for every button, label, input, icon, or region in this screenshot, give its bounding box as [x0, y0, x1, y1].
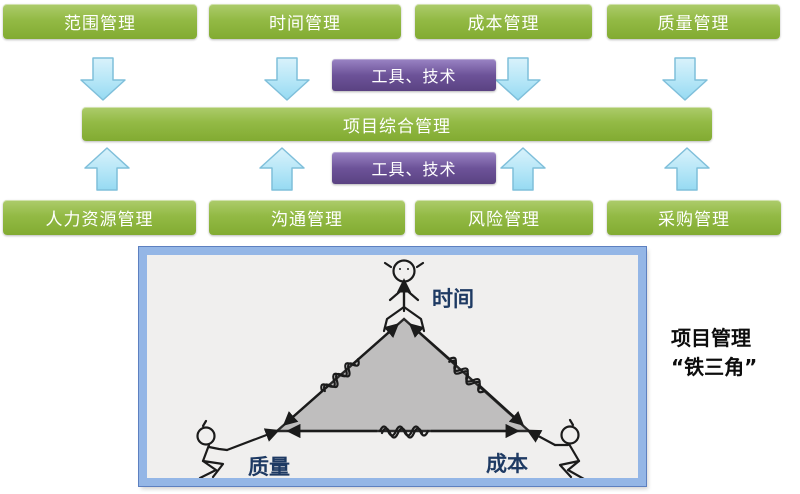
procurement-management-label: 采购管理: [658, 210, 730, 230]
risk-management-label: 风险管理: [468, 210, 540, 230]
down-arrow-icon: [264, 57, 310, 101]
iron-triangle-illustration: 时间 质量 成本: [196, 259, 585, 478]
quality-management-label: 质量管理: [657, 14, 730, 34]
communication-management-box: 沟通管理: [209, 200, 405, 235]
up-arrow-icon: [664, 147, 710, 191]
time-vertex-label: 时间: [432, 287, 474, 311]
cost-management-label: 成本管理: [467, 14, 540, 34]
scope-management-label: 范围管理: [64, 14, 136, 34]
down-arrow-icon: [495, 57, 541, 101]
scope-management-box: 范围管理: [3, 4, 197, 39]
up-arrow-icon: [84, 147, 130, 191]
tools-techniques-top-label: 工具、技术: [371, 67, 457, 86]
tools-techniques-top-box: 工具、技术: [332, 59, 496, 91]
tools-techniques-bottom-label: 工具、技术: [371, 160, 457, 179]
quality-management-box: 质量管理: [607, 4, 780, 39]
time-management-label: 时间管理: [269, 14, 341, 34]
spring-icon: [378, 425, 430, 439]
hr-management-label: 人力资源管理: [45, 210, 154, 230]
spring-icon: [448, 356, 486, 394]
iron-triangle-frame: 时间 质量 成本: [138, 246, 647, 487]
down-arrow-icon: [80, 57, 126, 101]
up-arrow-icon: [259, 147, 305, 191]
integration-management-bar: 项目综合管理: [82, 107, 712, 141]
caption-line1: 项目管理: [671, 326, 751, 350]
time-management-box: 时间管理: [209, 4, 401, 39]
stick-figure-left: [196, 419, 280, 478]
integration-management-label: 项目综合管理: [343, 116, 451, 137]
iron-triangle-caption: 项目管理 “铁三角”: [671, 324, 796, 382]
procurement-management-box: 采购管理: [607, 200, 781, 235]
stick-figure-top: [382, 259, 426, 333]
stick-figure-right: [526, 418, 585, 478]
quality-vertex-label: 质量: [248, 455, 290, 478]
triangle-shape: [273, 317, 533, 433]
hr-management-box: 人力资源管理: [3, 200, 196, 235]
communication-management-label: 沟通管理: [271, 210, 343, 230]
up-arrow-icon: [500, 147, 546, 191]
tools-techniques-bottom-box: 工具、技术: [332, 152, 496, 184]
edge-arrows: [282, 323, 525, 439]
spring-icon: [320, 358, 360, 393]
risk-management-box: 风险管理: [415, 200, 593, 235]
caption-line2: “铁三角”: [671, 355, 758, 379]
cost-vertex-label: 成本: [486, 452, 528, 476]
cost-management-box: 成本管理: [415, 4, 592, 39]
down-arrow-icon: [662, 57, 708, 101]
